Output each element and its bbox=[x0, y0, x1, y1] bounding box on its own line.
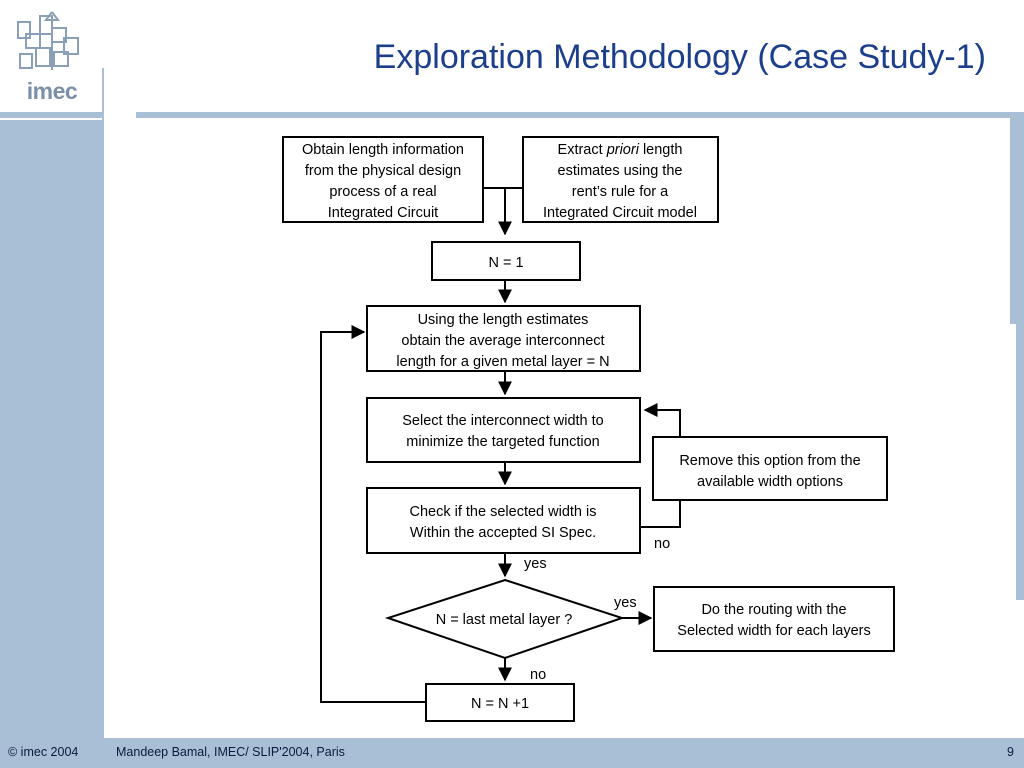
flowchart: Obtain length information from the physi… bbox=[282, 136, 895, 722]
label-yes-decision: yes bbox=[614, 595, 637, 611]
physical-line-4: Integrated Circuit bbox=[328, 205, 438, 221]
footer-band bbox=[0, 738, 1024, 768]
select-line-1: Select the interconnect width to bbox=[402, 413, 604, 429]
label-no-check: no bbox=[654, 536, 670, 552]
footer-author: Mandeep Bamal, IMEC/ SLIP'2004, Paris bbox=[116, 745, 345, 759]
priori-line-2: estimates using the bbox=[558, 163, 683, 179]
increment-label: N = N +1 bbox=[471, 696, 529, 712]
select-line-2: minimize the targeted function bbox=[406, 434, 599, 450]
top-decor-rule-left bbox=[0, 112, 102, 118]
arrow-back-to-select bbox=[643, 403, 681, 437]
check-line-2: Within the accepted SI Spec. bbox=[410, 525, 596, 541]
box-physical-design bbox=[282, 136, 484, 223]
check-line-1: Check if the selected width is bbox=[410, 504, 597, 520]
box-increment bbox=[425, 683, 575, 722]
remove-line-2: available width options bbox=[697, 474, 843, 490]
physical-line-3: process of a real bbox=[329, 184, 436, 200]
label-no-decision: no bbox=[530, 667, 546, 683]
footer-copyright: © imec 2004 bbox=[8, 745, 79, 759]
remove-line-1: Remove this option from the bbox=[679, 453, 860, 469]
right-decor-band-thin bbox=[1016, 324, 1024, 600]
right-decor-band bbox=[1010, 118, 1024, 324]
box-routing bbox=[653, 586, 895, 652]
priori-line-3: rent’s rule for a bbox=[572, 184, 669, 200]
box-length-estimate bbox=[366, 305, 641, 372]
box-select-width bbox=[366, 397, 641, 463]
top-decor-rule bbox=[136, 112, 1024, 118]
priori-line-4: Integrated Circuit model bbox=[543, 205, 697, 221]
estimate-line-1: Using the length estimates bbox=[418, 312, 589, 328]
physical-line-1: Obtain length information bbox=[302, 142, 464, 158]
decision-last-layer bbox=[384, 578, 626, 660]
estimate-line-2: obtain the average interconnect bbox=[401, 333, 604, 349]
routing-line-2: Selected width for each layers bbox=[677, 623, 870, 639]
left-decor-rule bbox=[102, 68, 104, 768]
no-branch-connector bbox=[640, 500, 681, 528]
estimate-line-3: length for a given metal layer = N bbox=[396, 354, 609, 370]
box-priori-estimates bbox=[522, 136, 719, 223]
box-check-si bbox=[366, 487, 641, 554]
footer-page-number: 9 bbox=[1007, 745, 1014, 759]
page-title: Exploration Methodology (Case Study-1) bbox=[373, 38, 986, 76]
box-n-init bbox=[431, 241, 581, 281]
decision-label: N = last metal layer ? bbox=[436, 612, 573, 628]
routing-line-1: Do the routing with the bbox=[701, 602, 846, 618]
loop-back-arrow bbox=[320, 325, 426, 703]
physical-line-2: from the physical design bbox=[305, 163, 461, 179]
imec-logo-icon bbox=[17, 11, 79, 70]
n-init-label: N = 1 bbox=[488, 255, 523, 271]
priori-line-1: Extract priori length bbox=[558, 142, 683, 158]
logo-text: imec bbox=[26, 78, 78, 104]
label-yes-check: yes bbox=[524, 556, 547, 572]
box-remove-option bbox=[652, 436, 888, 501]
left-decor-band bbox=[0, 120, 102, 738]
